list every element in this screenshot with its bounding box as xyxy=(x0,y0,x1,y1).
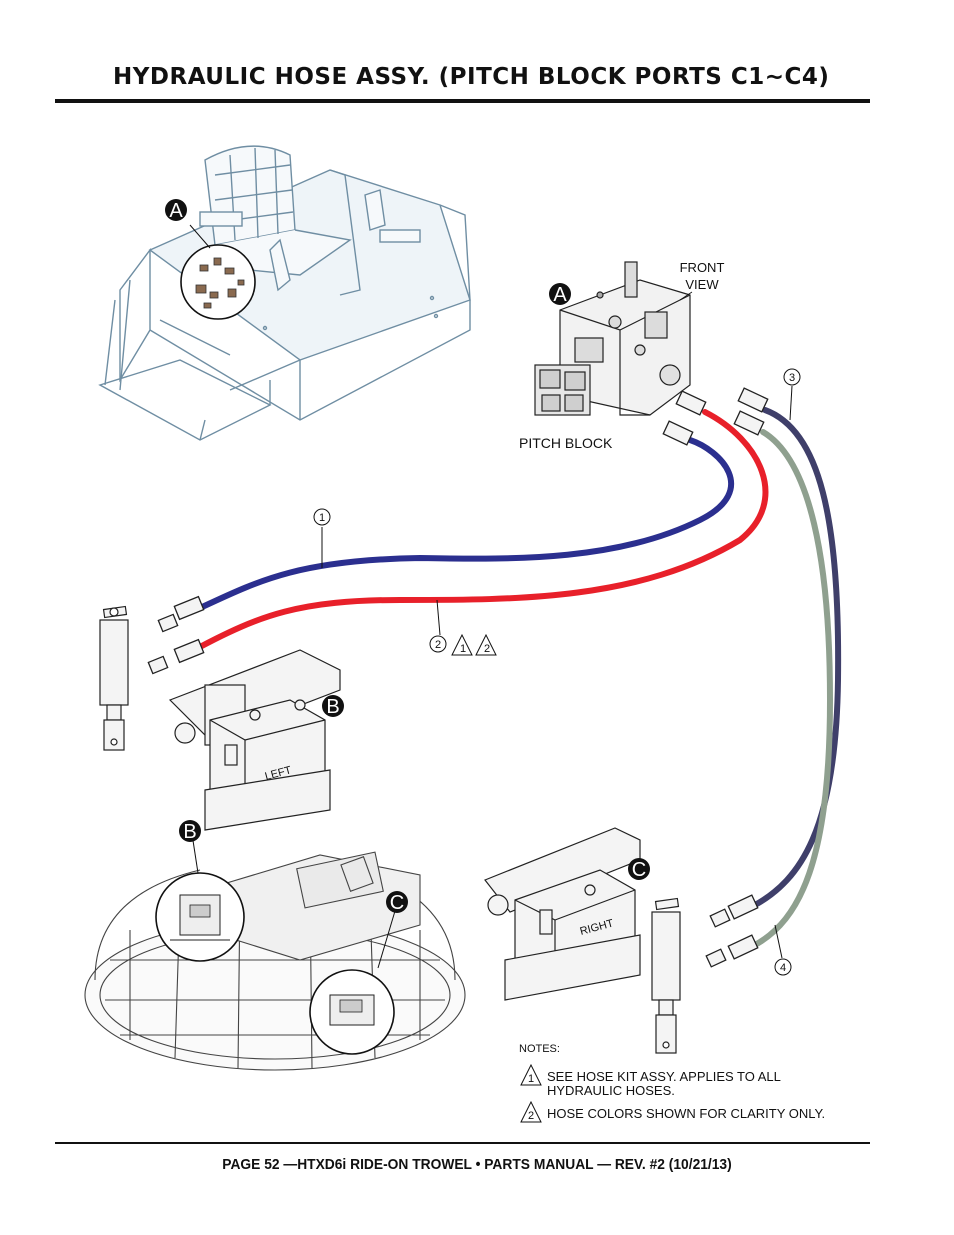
hose-1-blue xyxy=(197,437,735,611)
note2-number: 2 xyxy=(528,1110,534,1122)
svg-text:1: 1 xyxy=(319,512,325,524)
pitch-block-illustration xyxy=(534,261,691,416)
front-view-label-2: VIEW xyxy=(685,277,719,292)
callout-c-trowel: C xyxy=(390,892,404,914)
callout-c-right-circle xyxy=(628,858,650,880)
right-cylinder-illustration xyxy=(651,897,681,1054)
trowel-illustration xyxy=(84,851,466,1071)
left-cylinder-illustration xyxy=(99,605,129,751)
callout-a-block: A xyxy=(553,284,567,306)
detail-circle-c: C xyxy=(309,891,408,1055)
hoses xyxy=(195,407,842,948)
left-gearbox-illustration xyxy=(168,649,341,831)
hose-3-navy xyxy=(752,407,842,908)
callout-b-left: B xyxy=(326,696,339,718)
footer-rule xyxy=(55,1142,870,1144)
svg-text:4: 4 xyxy=(780,962,786,974)
note2-triangle xyxy=(520,1100,542,1123)
page-title: HYDRAULIC HOSE ASSY. (PITCH BLOCK PORTS … xyxy=(113,64,830,90)
callout-c-right: C xyxy=(632,859,646,881)
detail-circle-a: A xyxy=(165,199,256,320)
note2-line1: HOSE COLORS SHOWN FOR CLARITY ONLY. xyxy=(547,1106,825,1121)
front-view-label-1: FRONT xyxy=(680,260,725,275)
svg-text:2: 2 xyxy=(435,639,441,651)
notes-heading: NOTES: xyxy=(519,1043,560,1055)
svg-text:2: 2 xyxy=(484,643,490,655)
callout-a-block-circle xyxy=(549,283,571,305)
hose-fittings xyxy=(147,387,769,968)
item-number-3: 3 xyxy=(783,368,801,421)
note1-line2: HYDRAULIC HOSES. xyxy=(547,1083,675,1098)
hose-4-green xyxy=(752,429,834,948)
callout-a-frame: A xyxy=(169,200,183,222)
pitch-block-label: PITCH BLOCK xyxy=(519,435,613,451)
item-number-4: 4 xyxy=(774,924,792,976)
page-footer: PAGE 52 —HTXD6i RIDE-ON TROWEL • PARTS M… xyxy=(222,1156,732,1173)
item-number-2: 2 1 2 xyxy=(429,599,497,656)
item-number-1: 1 xyxy=(313,508,331,568)
title-rule xyxy=(55,99,870,103)
callout-b-left-circle xyxy=(322,695,344,717)
note1-line1: SEE HOSE KIT ASSY. APPLIES TO ALL xyxy=(547,1069,781,1084)
note1-number: 1 xyxy=(528,1073,534,1085)
operator-frame-illustration xyxy=(98,145,471,441)
note1-triangle xyxy=(520,1063,542,1086)
svg-text:3: 3 xyxy=(789,372,795,384)
svg-text:1: 1 xyxy=(460,643,466,655)
detail-circle-b: B xyxy=(155,820,245,962)
callout-b-trowel: B xyxy=(183,821,196,843)
right-gearbox-illustration xyxy=(484,827,641,1001)
hose-2-red xyxy=(195,409,769,651)
